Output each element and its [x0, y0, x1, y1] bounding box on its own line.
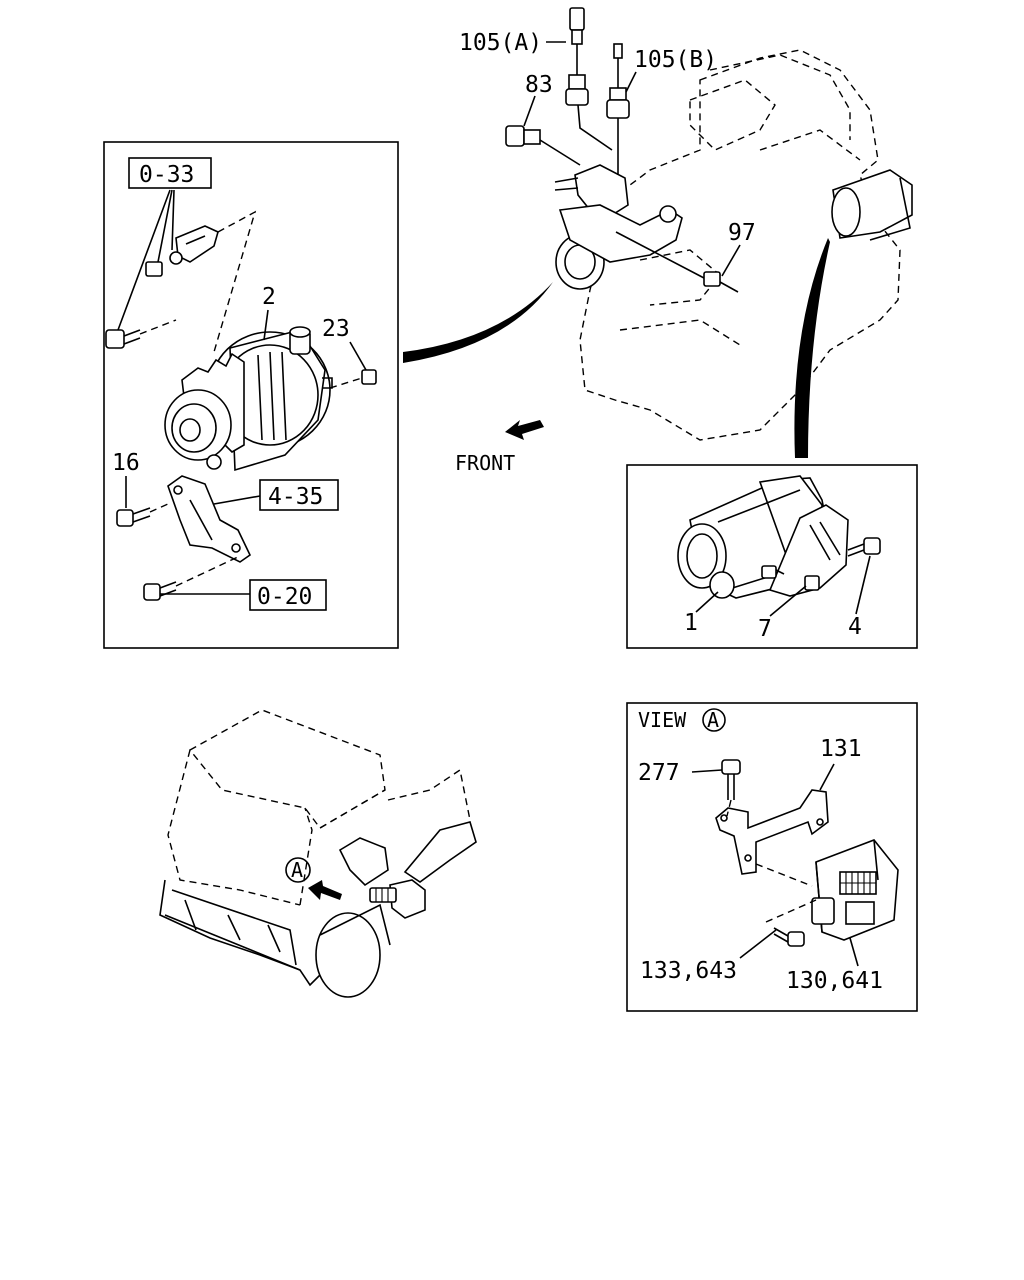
- sensor-105a-icon: [565, 7, 613, 151]
- label-front: FRONT: [455, 451, 515, 475]
- bolt-133-icon: [765, 899, 817, 947]
- label-105a: 105(A): [459, 30, 542, 56]
- leader-131: [819, 763, 835, 791]
- thermostat-housing: [554, 164, 683, 290]
- adjust-bolt-icon: [105, 319, 177, 349]
- label-131: 131: [820, 736, 862, 762]
- leader-4-35: [213, 495, 261, 505]
- starter-motor-icon: [677, 475, 849, 599]
- label-4-35: 4-35: [268, 484, 323, 510]
- control-unit-icon: [755, 839, 899, 941]
- bolt-0-20-icon: [143, 555, 241, 601]
- leader-1: [695, 591, 719, 613]
- ref-box-0-20: [249, 579, 327, 611]
- alternator-icon: [164, 326, 333, 472]
- sensor-105b-icon: [606, 43, 630, 175]
- leader-starter: [794, 238, 830, 458]
- leader-133: [739, 929, 777, 959]
- label-130-641: 130,641: [786, 968, 883, 994]
- leader-2: [263, 309, 269, 341]
- label-133-643: 133,643: [640, 958, 737, 984]
- leader-97: [721, 244, 741, 277]
- view-a-panel: [626, 702, 918, 1012]
- truck-cab-illustration: [159, 709, 477, 998]
- switch-83-icon: [505, 125, 581, 166]
- label-4: 4: [848, 614, 862, 640]
- label-277: 277: [638, 760, 680, 786]
- engine-starter-mount: [831, 169, 913, 241]
- leader-130: [849, 937, 859, 967]
- truck-marker-circle: [285, 857, 311, 883]
- label-97: 97: [728, 220, 756, 246]
- leader-277: [691, 769, 723, 773]
- label-105b: 105(B): [634, 47, 717, 73]
- leaders-0-33: [117, 189, 175, 331]
- ref-box-4-35: [259, 479, 339, 511]
- starter-panel: [626, 464, 918, 649]
- label-1: 1: [684, 610, 698, 636]
- label-7: 7: [758, 616, 772, 642]
- label-view: VIEW: [638, 708, 687, 732]
- bolt-16-icon: [116, 503, 169, 527]
- nut-23-icon: [329, 369, 377, 389]
- label-0-33: 0-33: [139, 162, 194, 188]
- ref-box-0-33: [128, 157, 212, 189]
- bracket-131-icon: [715, 789, 829, 875]
- alternator-panel: [103, 141, 399, 649]
- label-23: 23: [322, 316, 350, 342]
- view-arrow-icon: [308, 880, 342, 900]
- label-view-marker: A: [707, 708, 719, 732]
- leader-23: [349, 341, 367, 371]
- view-marker-circle: [702, 708, 726, 732]
- label-2: 2: [262, 284, 276, 310]
- leader-105b: [625, 71, 637, 93]
- alternator-bracket-icon: [167, 475, 252, 563]
- bolt-4-icon: [847, 537, 881, 557]
- adjusting-plate-icon: [145, 210, 257, 353]
- bolt-277-icon: [721, 759, 741, 817]
- label-83: 83: [525, 72, 553, 98]
- label-16: 16: [112, 450, 140, 476]
- sensor-97-icon: [615, 231, 739, 293]
- leader-83: [523, 95, 536, 127]
- leader-alternator: [403, 282, 553, 363]
- label-truck-marker: A: [291, 858, 303, 882]
- front-arrow-icon: [505, 420, 544, 440]
- label-0-20: 0-20: [257, 584, 312, 610]
- nut-7-icon: [804, 575, 820, 591]
- leader-7: [769, 585, 807, 617]
- leader-4: [855, 555, 871, 615]
